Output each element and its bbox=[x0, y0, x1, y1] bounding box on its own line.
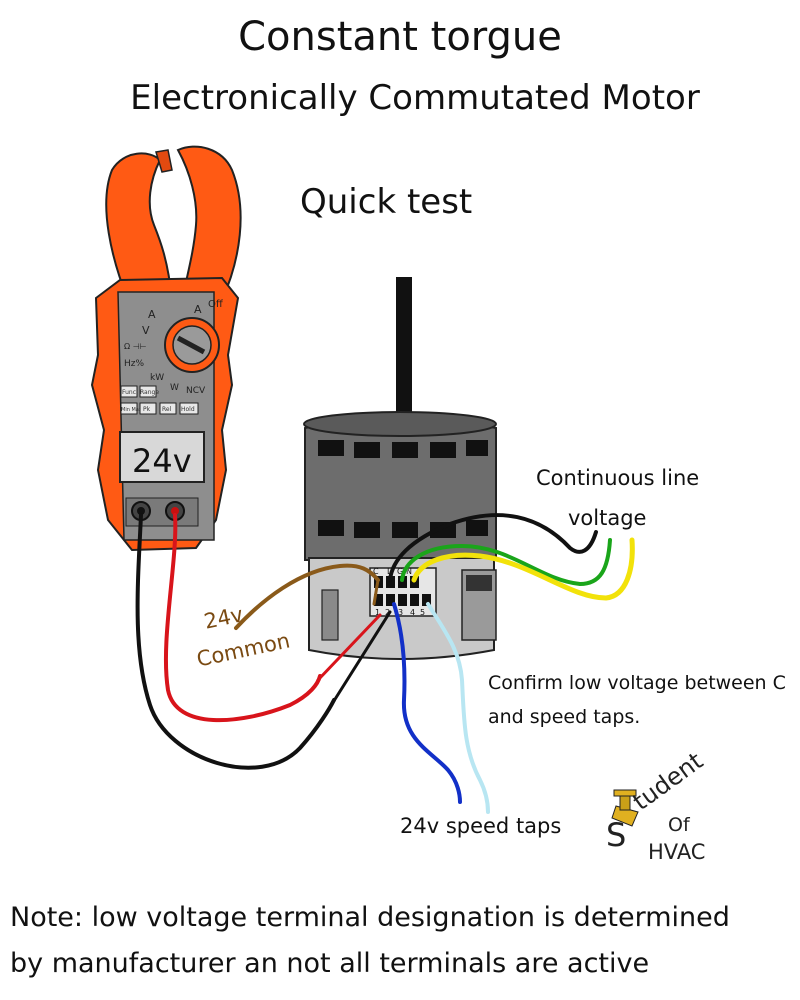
dial-label-kw: kW bbox=[150, 373, 164, 383]
logo-letter-s: S bbox=[606, 816, 626, 854]
wire-brown-common bbox=[234, 563, 380, 630]
wire-red-probe-tip bbox=[316, 613, 382, 682]
label-voltage: voltage bbox=[568, 506, 647, 530]
dial-label-a-left: A bbox=[148, 308, 156, 321]
meter-button-range-label: Range bbox=[140, 389, 159, 396]
svg-text:G: G bbox=[397, 567, 403, 576]
note-line2: by manufacturer an not all terminals are… bbox=[10, 948, 650, 979]
motor-shaft bbox=[396, 277, 412, 417]
wire-black-probe bbox=[135, 513, 336, 770]
wire-black-line bbox=[388, 513, 598, 582]
dial-label-v: V bbox=[142, 324, 150, 337]
meter-button-rel-label: Rel bbox=[162, 406, 172, 413]
logo-text-of: Of bbox=[668, 814, 690, 836]
logo-text-hvac: HVAC bbox=[648, 840, 706, 864]
svg-text:2: 2 bbox=[385, 608, 390, 617]
meter-jaw-right bbox=[176, 145, 242, 301]
meter-jack-com-inner bbox=[137, 507, 145, 515]
meter-button-rel[interactable] bbox=[159, 402, 177, 415]
meter-display-reading: 24v bbox=[132, 442, 192, 480]
meter-button-minmax[interactable] bbox=[120, 402, 138, 415]
label-confirm-line1: Confirm low voltage between C bbox=[488, 672, 786, 694]
dial-label-w: W bbox=[170, 383, 179, 393]
svg-text:3: 3 bbox=[398, 608, 403, 617]
dial-label-ncv: NCV bbox=[186, 386, 206, 396]
motor-body bbox=[304, 417, 497, 561]
meter-display bbox=[119, 431, 205, 483]
section-heading: Quick test bbox=[300, 182, 473, 222]
wire-blue-speed-tap bbox=[392, 602, 462, 804]
ec-motor: C L G N 1 2 3 4 5 bbox=[303, 277, 497, 660]
meter-button-range[interactable] bbox=[139, 385, 157, 398]
dial-label-off: Off bbox=[208, 299, 224, 310]
terminal-labels-top: C L G N bbox=[373, 567, 412, 576]
svg-text:N: N bbox=[406, 567, 412, 576]
dial-label-hz: Hz% bbox=[124, 359, 144, 369]
logo-valve-icon bbox=[611, 789, 639, 827]
svg-text:4: 4 bbox=[410, 608, 415, 617]
meter-jaw-tip bbox=[155, 149, 173, 173]
motor-side-box-detail bbox=[466, 575, 492, 591]
motor-top bbox=[303, 411, 497, 437]
svg-text:5: 5 bbox=[420, 608, 425, 617]
wire-red-probe bbox=[163, 513, 322, 723]
meter-button-pk-label: Pk bbox=[143, 406, 151, 413]
wire-brown-lead bbox=[372, 578, 380, 606]
meter-button-pk[interactable] bbox=[139, 402, 157, 415]
page-subtitle: Electronically Commutated Motor bbox=[130, 78, 700, 118]
page-title: Constant torgue bbox=[238, 14, 562, 60]
meter-jaw-left bbox=[105, 152, 174, 301]
svg-text:L: L bbox=[387, 567, 392, 576]
wires bbox=[135, 513, 635, 814]
label-confirm-line2: and speed taps. bbox=[488, 706, 641, 728]
meter-button-func-label: Func bbox=[122, 389, 136, 396]
meter-button-hold[interactable] bbox=[179, 402, 199, 415]
dial-label-ohm: Ω ⊣⊢ bbox=[124, 342, 147, 351]
meter-buttons: Func Range Min Max Pk Rel Hold bbox=[120, 385, 199, 415]
terminal-labels-bottom: 1 2 3 4 5 bbox=[375, 608, 425, 617]
label-continuous-line: Continuous line bbox=[536, 466, 700, 490]
label-speed-taps: 24v speed taps bbox=[400, 814, 562, 838]
motor-plug bbox=[321, 589, 339, 641]
wire-green-ground bbox=[400, 538, 612, 587]
terminal-pins-bottom bbox=[374, 594, 431, 606]
meter-button-func[interactable] bbox=[120, 385, 138, 398]
dial-label-a-right: A bbox=[194, 303, 202, 316]
svg-text:1: 1 bbox=[375, 608, 380, 617]
clamp-meter: Off A A V Ω ⊣⊢ Hz% kW W NCV Func Range M… bbox=[90, 145, 242, 552]
meter-button-minmax-label: Min Max bbox=[121, 407, 142, 413]
meter-dial-pointer bbox=[176, 335, 206, 355]
wire-yellow-neutral bbox=[411, 537, 635, 601]
wire-lightblue-speed-tap bbox=[426, 602, 490, 814]
svg-text:C: C bbox=[373, 567, 379, 576]
note-line1: Note: low voltage terminal designation i… bbox=[10, 902, 730, 933]
meter-button-hold-label: Hold bbox=[181, 406, 195, 413]
wire-black-probe-tip bbox=[330, 610, 392, 706]
meter-jack-v-inner bbox=[171, 507, 179, 515]
